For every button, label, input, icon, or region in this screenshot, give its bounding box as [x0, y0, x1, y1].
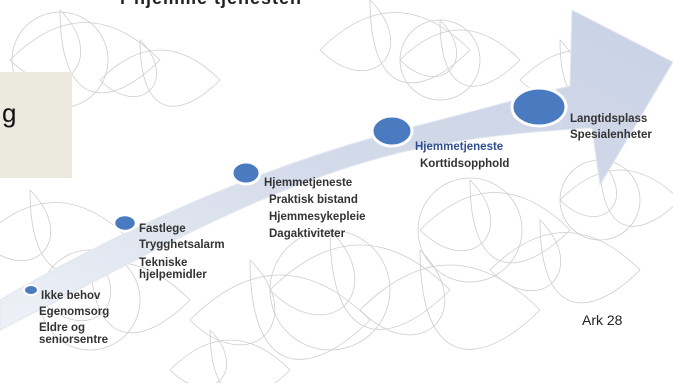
step-4-labels: Hjemmetjeneste Korttidsopphold [415, 140, 509, 171]
top-heading-fragment: r hjemme tjenesten [120, 0, 302, 9]
step-dot-1 [23, 284, 39, 296]
step-dot-4 [370, 114, 414, 148]
step-2-line-2: Trygghetsalarm [139, 239, 225, 251]
step-5-line-2: Spesialenheter [570, 129, 652, 141]
step-3-line-3: Hjemmesykepleie [269, 211, 366, 223]
title-box: g [0, 72, 72, 178]
step-dots [23, 86, 568, 296]
step-3-labels: Hjemmetjeneste Praktisk bistand Hjemmesy… [264, 176, 366, 241]
step-4-line-2: Korttidsopphold [420, 158, 510, 170]
step-1-line-1: Ikke behov [41, 290, 101, 302]
step-1-labels: Ikke behov Egenomsorg Eldre og seniorsen… [39, 289, 110, 346]
step-1-line-2: Egenomsorg [39, 306, 110, 318]
step-5-labels: Langtidsplass Spesialenheter [570, 112, 652, 142]
step-2-line-3: Tekniske [139, 257, 188, 269]
step-2-labels: Fastlege Trygghetsalarm Tekniske hjelpem… [139, 222, 225, 281]
step-4-line-1: Hjemmetjeneste [415, 141, 504, 153]
page-label: Ark 28 [582, 312, 623, 328]
step-dot-5 [510, 86, 568, 128]
step-dot-3 [230, 160, 262, 186]
step-3-line-4: Dagaktiviteter [269, 228, 346, 240]
step-3-line-2: Praktisk bistand [269, 194, 358, 206]
step-2-line-1: Fastlege [139, 223, 186, 235]
step-1-line-3: Eldre og [39, 322, 86, 334]
step-1-line-4: seniorsentre [39, 334, 109, 346]
step-dot-2 [112, 213, 138, 233]
step-5-line-1: Langtidsplass [570, 113, 648, 125]
step-3-line-1: Hjemmetjeneste [264, 177, 353, 189]
step-2-line-4: hjelpemidler [139, 269, 207, 281]
growth-arrow [0, 9, 673, 331]
title-box-text: g [2, 98, 17, 128]
